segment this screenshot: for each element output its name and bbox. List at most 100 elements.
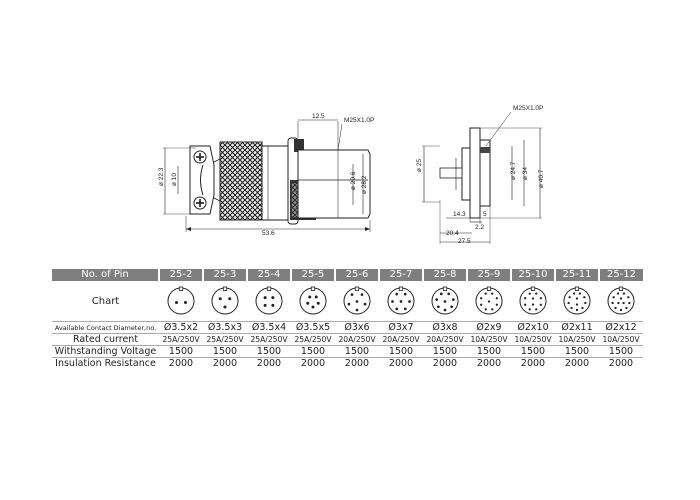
pin-dot xyxy=(627,296,630,299)
connector-face xyxy=(167,287,195,315)
pin-dot xyxy=(175,301,178,304)
pin-dot xyxy=(443,308,447,312)
diameter-cell: Ø3.5x3 xyxy=(203,321,247,334)
pin-dot xyxy=(184,301,187,304)
current-cell: 25A/250V xyxy=(247,333,291,346)
socket-dim-2-2: 2.2 xyxy=(475,224,484,231)
insulation-label: Insulation Resistance xyxy=(52,357,159,369)
pin-dot xyxy=(625,306,628,310)
model-cell: 25-7 xyxy=(378,269,423,281)
pin-layout-cell xyxy=(555,281,599,322)
voltage-cell: 1500 xyxy=(335,345,379,358)
insulation-cell: 2000 xyxy=(599,357,643,369)
pin-dot xyxy=(531,297,535,300)
pin-dot xyxy=(223,305,227,309)
connector-key xyxy=(398,286,404,291)
chart-row: Chart xyxy=(52,281,643,322)
socket-dim-dia-thread-inner: ø 24.7 xyxy=(510,161,517,180)
pin-dot xyxy=(583,296,586,299)
pin-layout-icon xyxy=(299,286,327,315)
pin-dot xyxy=(524,297,527,300)
socket-dim-27-5: 27.5 xyxy=(458,238,471,245)
connector-key xyxy=(574,286,580,291)
pin-dot xyxy=(528,308,531,311)
header-row: No. of Pin 25-2 25-3 25-4 25-5 25-6 25-7… xyxy=(52,269,643,281)
pin-layout-cell xyxy=(511,281,555,322)
voltage-cell: 1500 xyxy=(599,345,643,358)
pin-dot xyxy=(535,292,538,295)
model-cell: 25-6 xyxy=(334,269,379,281)
technical-drawings: 53.6 12.5 M25X1.0P ø 22.3 ø 10 ø 20.6 ø … xyxy=(158,105,545,245)
insulation-cell: 2000 xyxy=(159,357,203,369)
pin-layout-icon xyxy=(475,286,503,315)
pin-dot xyxy=(308,295,312,299)
pin-dot xyxy=(539,303,542,306)
current-cell: 25A/250V xyxy=(203,333,247,346)
pin-dot xyxy=(524,303,527,306)
pin-dot xyxy=(311,305,315,309)
pin-dot xyxy=(575,297,579,300)
socket-dim-dia-outer: ø 40.7 xyxy=(538,169,545,188)
pin-dot xyxy=(228,297,232,301)
voltage-cell: 1500 xyxy=(247,345,291,358)
socket-dim-5: 5 xyxy=(483,211,487,218)
diameter-label: Available Contact Diameter,no. xyxy=(52,321,159,334)
connector-face xyxy=(255,287,283,315)
pin-dot xyxy=(450,305,453,309)
pin-layout-icon xyxy=(343,286,371,315)
dim-dia-cable: ø 10 xyxy=(171,173,178,186)
pin-dot xyxy=(271,303,275,307)
model-cell: 25-8 xyxy=(422,269,467,281)
pin-dot xyxy=(480,297,483,300)
diameter-cell: Ø3.5x5 xyxy=(291,321,335,334)
pin-dot xyxy=(575,308,579,312)
pin-dot xyxy=(628,301,631,305)
model-cell: 25-3 xyxy=(202,269,247,281)
pin-layout-icon xyxy=(211,286,239,315)
diameter-cell: Ø2x10 xyxy=(511,321,555,334)
pin-dot xyxy=(619,297,623,300)
diameter-cell: Ø2x9 xyxy=(467,321,511,334)
insulation-cell: 2000 xyxy=(467,357,511,369)
connector-face xyxy=(211,287,239,315)
pin-dot xyxy=(435,298,439,301)
pin-layout-icon xyxy=(607,286,635,315)
pin-dot xyxy=(491,308,494,311)
pin-dot xyxy=(622,301,625,305)
dim-overall-length: 53.6 xyxy=(262,230,275,237)
diameter-cell: Ø3x7 xyxy=(379,321,423,334)
pin-dot xyxy=(395,307,399,311)
pin-dot xyxy=(451,298,455,301)
model-cell: 25-2 xyxy=(158,269,203,281)
socket-dim-14-3: 14.3 xyxy=(453,211,466,218)
pin-layout-cell xyxy=(599,281,643,322)
spec-table: No. of Pin 25-2 25-3 25-4 25-5 25-6 25-7… xyxy=(52,269,643,369)
pin-dot xyxy=(491,292,494,295)
pin-dot xyxy=(539,297,542,300)
pin-dot xyxy=(487,300,491,303)
pin-dot xyxy=(443,300,447,303)
diameter-cell: Ø3.5x2 xyxy=(159,321,203,334)
insulation-cell: 2000 xyxy=(335,357,379,369)
current-cell: 10A/250V xyxy=(511,333,555,346)
model-cell: 25-12 xyxy=(598,269,643,281)
side-view-drawing: 53.6 12.5 M25X1.0P ø 22.3 ø 10 ø 20.6 ø … xyxy=(158,113,374,237)
pin-layout-cell xyxy=(379,281,423,322)
pin-dot xyxy=(619,308,623,312)
pin-layout-cell xyxy=(467,281,511,322)
pin-dot xyxy=(584,301,587,305)
current-cell: 20A/250V xyxy=(423,333,467,346)
pin-dot xyxy=(391,300,394,303)
pin-dot xyxy=(480,303,483,306)
pin-layout-cell xyxy=(291,281,335,322)
pin-dot xyxy=(447,292,451,296)
connector-face xyxy=(299,287,327,315)
pin-dot xyxy=(403,307,407,311)
pin-dot xyxy=(395,292,399,296)
pin-dot xyxy=(403,292,407,296)
model-cell: 25-10 xyxy=(510,269,555,281)
pin-layout-cell xyxy=(203,281,247,322)
pin-dot xyxy=(617,301,620,305)
connector-key xyxy=(530,286,536,291)
pin-dot xyxy=(570,306,573,310)
